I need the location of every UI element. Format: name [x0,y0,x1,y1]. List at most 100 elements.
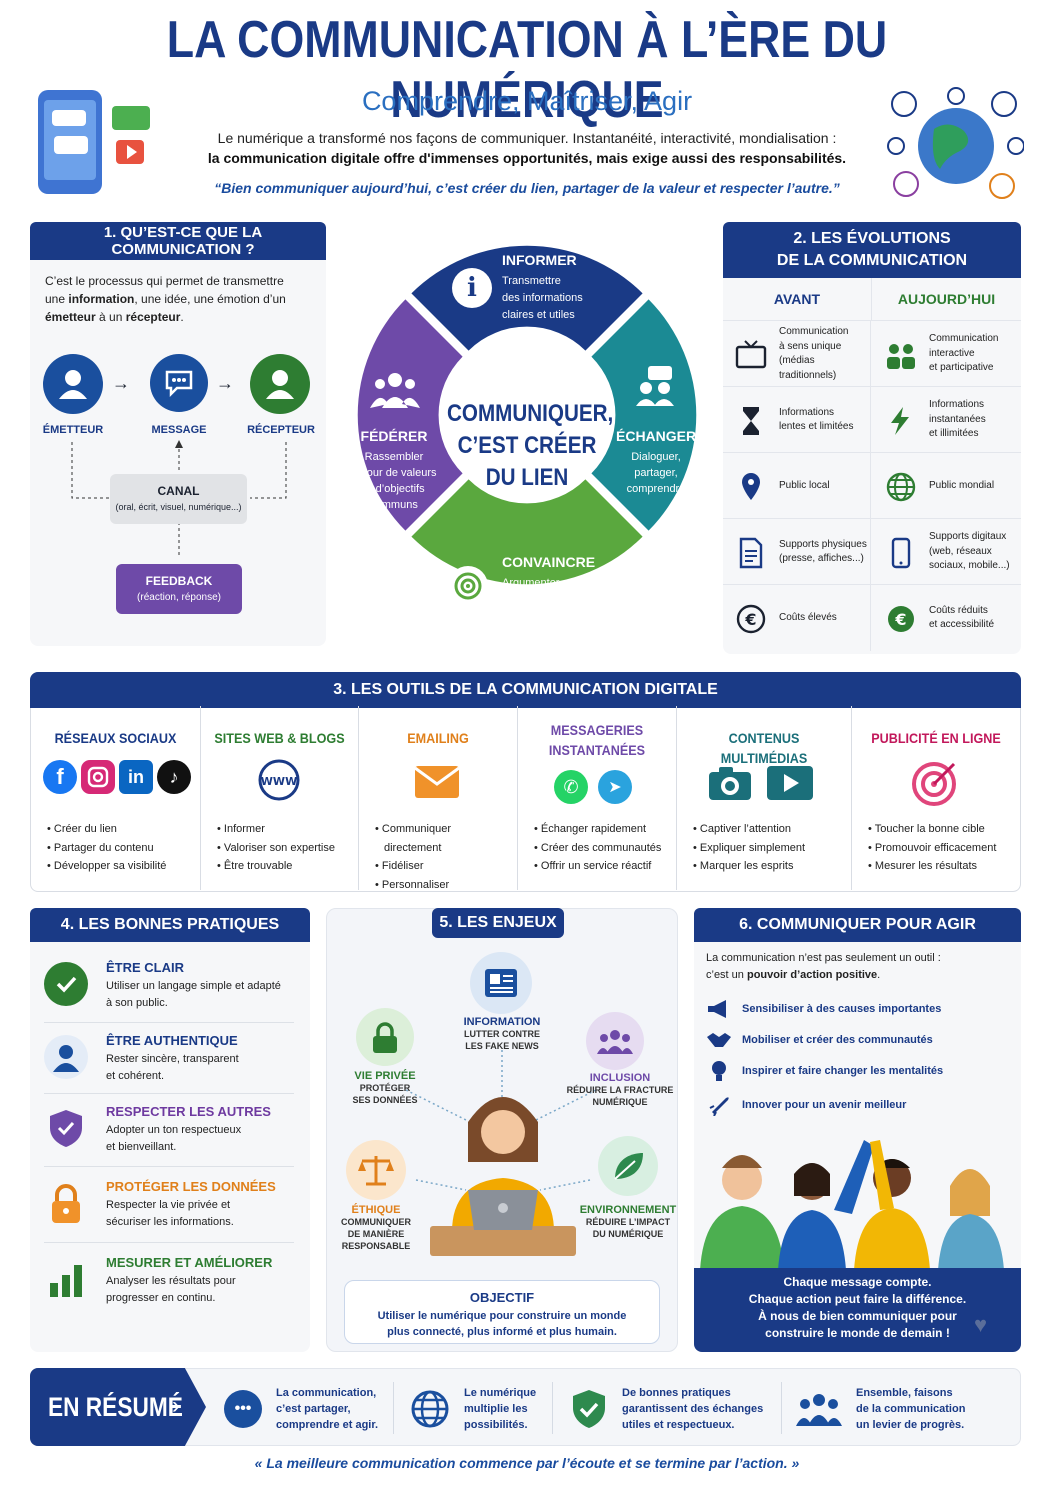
wheel-convaincre-segment [411,479,643,585]
wheel-echanger-segment [591,299,697,531]
intro-line-2: la communication digitale offre d'immens… [207,150,847,166]
practice-item: ÊTRE CLAIR Utiliser un langage simple et… [44,960,294,1030]
practice-item: PROTÉGER LES DONNÉES Respecter la vie pr… [44,1179,294,1249]
divider [781,1382,782,1434]
receiver-person-icon [250,354,310,414]
checkmark-icon [44,962,88,1006]
smartphone-icon [891,537,911,569]
facebook-icon[interactable]: f [43,760,77,794]
summary-label: EN RÉSUMÉ [48,1392,183,1422]
s6-banner: Chaque message compte.Chaque action peut… [694,1268,1021,1352]
flow-dashed-connectors [71,440,287,558]
whatsapp-icon[interactable]: ✆ [554,770,588,804]
lightbulb-icon [712,1061,726,1081]
arrow-right-icon: → [112,373,130,393]
receiver-label: RÉCEPTEUR [247,424,315,436]
info-icon: i [452,268,492,308]
action-item: Sensibiliser à des causes importantes [706,998,941,1020]
section-5-title: 5. LES ENJEUX [432,908,564,938]
instagram-icon[interactable] [81,760,115,794]
message-bubble-icon [150,354,208,412]
now-column-header: AUJOURD’HUI [897,291,996,307]
svg-text:WWW: WWW [261,775,297,788]
handshake-icon [707,1033,731,1047]
hourglass-icon [743,407,759,435]
before-column-header: AVANT [723,278,872,320]
scales-justice-icon [346,1140,406,1200]
echanger-text: ÉCHANGER Dialoguer,partager,comprendre [616,428,697,495]
objective-box: OBJECTIF Utiliser le numérique pour cons… [344,1280,660,1344]
team-high-five-illustration [700,1140,1004,1270]
s1-description: C’est le processus qui permet de transme… [45,274,286,324]
target-icon [448,566,488,606]
tool-websites-blogs: SITES WEB & BLOGS WWW InformerValoriser … [201,706,359,890]
group-icon [796,1394,842,1426]
divider [44,1242,294,1243]
practice-item: MESURER ET AMÉLIORER Analyser les résult… [44,1255,294,1325]
divider [44,1166,294,1167]
envelope-icon [414,766,460,798]
section-2-panel [723,222,1021,654]
emitter-person-icon [43,354,103,414]
tool-emailing: EMAILING CommuniquerdirectementFidéliser… [359,706,518,891]
euro-down-icon: € [888,606,914,632]
s6-description: La communication n’est pas seulement un … [706,952,941,981]
tool-multimedia-content: CONTENUS MULTIMÉDIAS Captiver l’attentio… [677,706,852,890]
section-1-title: 1. QU’EST-CE QUE LA COMMUNICATION ? [30,222,326,260]
page-subtitle: Comprendre, Maîtriser, Agir [361,86,693,116]
section-3-title: 3. LES OUTILS DE LA COMMUNICATION DIGITA… [30,672,1021,708]
padlock-icon [52,1184,80,1223]
page-title: LA COMMUNICATION À L’ÈRE DU NUMÉRIQUE [166,11,888,129]
footer-quote: « La meilleure communication commence pa… [254,1455,800,1471]
megaphone-icon [708,1000,726,1018]
chat-bubble-icon: ••• [224,1390,262,1428]
www-globe-icon: WWW [258,759,300,801]
video-play-icon [767,766,813,800]
shield-icon [50,1110,82,1147]
tool-online-advertising: PUBLICITÉ EN LIGNE Toucher la bonne cibl… [852,706,1020,890]
convaincre-text: CONVAINCRE Argumenter,influencer, donner… [502,554,596,623]
tool-social-networks: RÉSEAUX SOCIAUX f in ♪ Créer du lienPart… [31,706,201,890]
location-pin-icon [742,473,760,500]
camera-icon [709,767,751,800]
person-laptop-illustration [430,1097,576,1256]
svg-text:€: € [744,610,756,629]
newspaper-icon [470,952,532,1014]
action-item: Mobiliser et créer des communautés [706,1029,933,1051]
action-item: Innover pour un avenir meilleur [706,1094,906,1116]
privacy-lock-icon [356,1008,414,1066]
section-6-title: 6. COMMUNIQUER POUR AGIR [694,908,1021,942]
canal-box: CANAL (oral, écrit, visuel, numérique...… [110,474,247,524]
heart-icon: ♥ [974,1312,988,1337]
divider [44,1022,294,1023]
dialogue-icon [636,366,674,406]
divider [393,1382,394,1434]
intro-line-1: Le numérique a transformé nos façons de … [217,130,837,146]
euro-coin-icon: € [736,604,766,634]
wheel-federer-segment [357,299,463,531]
linkedin-icon[interactable]: in [119,760,153,794]
telegram-icon[interactable]: ➤ [598,770,632,804]
arrow-right-icon: → [216,373,234,393]
emitter-label: ÉMETTEUR [42,424,104,436]
chevron-right-icon: › [172,1392,180,1419]
evolution-row: Supports physiques(presse, affiches...)S… [723,518,1021,585]
summary-label-box [30,1368,206,1446]
section-4-title: 4. LES BONNES PRATIQUES [30,908,310,942]
tiktok-icon[interactable]: ♪ [157,760,191,794]
